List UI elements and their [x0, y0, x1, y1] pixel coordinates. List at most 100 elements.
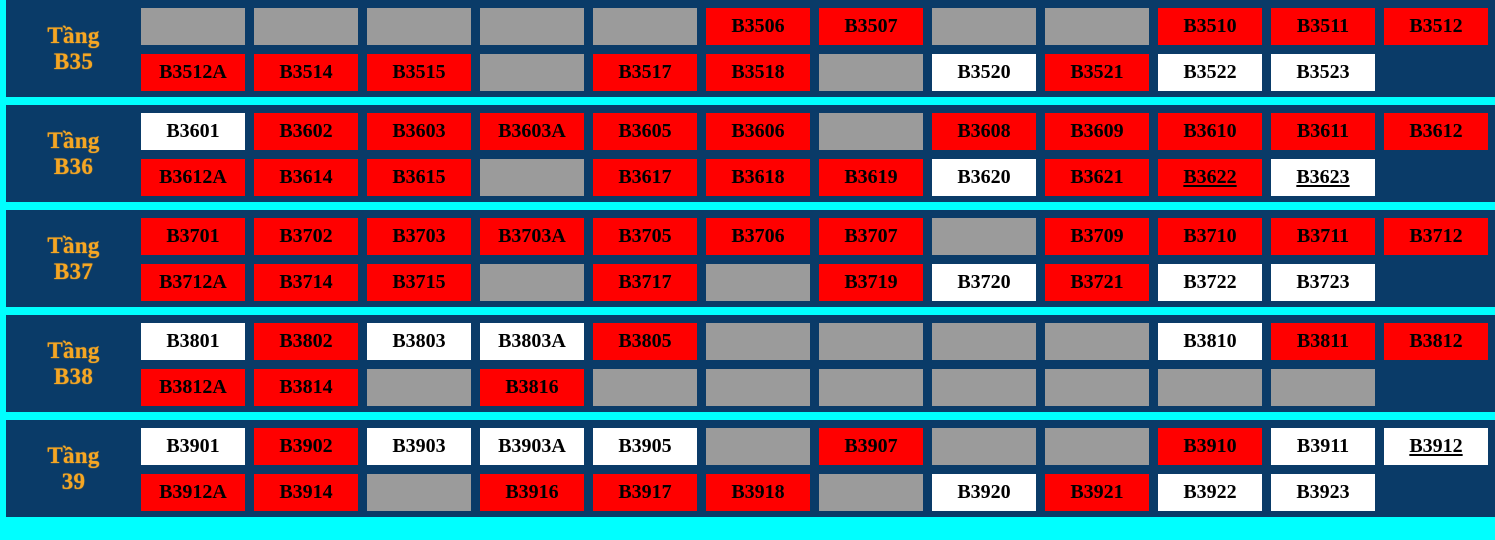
unit-cell[interactable]: B3703 — [367, 218, 471, 255]
unit-cell[interactable]: B3923 — [1271, 474, 1375, 511]
unit-cell[interactable]: B3711 — [1271, 218, 1375, 255]
unit-cell[interactable]: B3905 — [593, 428, 697, 465]
unit-cell-blank[interactable] — [480, 8, 584, 45]
unit-cell[interactable]: B3719 — [819, 264, 923, 301]
unit-cell[interactable]: B3921 — [1045, 474, 1149, 511]
unit-cell[interactable]: B3814 — [254, 369, 358, 406]
unit-cell-blank[interactable] — [593, 369, 697, 406]
unit-cell[interactable]: B3910 — [1158, 428, 1262, 465]
unit-cell[interactable]: B3603 — [367, 113, 471, 150]
unit-cell-blank[interactable] — [593, 8, 697, 45]
unit-cell[interactable]: B3810 — [1158, 323, 1262, 360]
unit-cell[interactable]: B3802 — [254, 323, 358, 360]
unit-cell[interactable]: B3710 — [1158, 218, 1262, 255]
unit-cell[interactable]: B3602 — [254, 113, 358, 150]
unit-cell[interactable]: B3712 — [1384, 218, 1488, 255]
unit-cell[interactable]: B3720 — [932, 264, 1036, 301]
unit-cell-blank[interactable] — [1045, 323, 1149, 360]
unit-cell[interactable]: B3609 — [1045, 113, 1149, 150]
unit-cell[interactable]: B3521 — [1045, 54, 1149, 91]
unit-cell[interactable]: B3912A — [141, 474, 245, 511]
unit-cell[interactable]: B3912 — [1384, 428, 1488, 465]
unit-cell[interactable]: B3709 — [1045, 218, 1149, 255]
unit-cell-blank[interactable] — [932, 323, 1036, 360]
unit-cell[interactable]: B3702 — [254, 218, 358, 255]
unit-cell[interactable]: B3717 — [593, 264, 697, 301]
unit-cell-blank[interactable] — [480, 159, 584, 196]
unit-cell[interactable]: B3518 — [706, 54, 810, 91]
unit-cell[interactable]: B3619 — [819, 159, 923, 196]
unit-cell[interactable]: B3707 — [819, 218, 923, 255]
unit-cell[interactable]: B3520 — [932, 54, 1036, 91]
unit-cell[interactable]: B3612 — [1384, 113, 1488, 150]
unit-cell-blank[interactable] — [1045, 369, 1149, 406]
unit-cell[interactable]: B3620 — [932, 159, 1036, 196]
unit-cell-blank[interactable] — [1158, 369, 1262, 406]
unit-cell[interactable]: B3803A — [480, 323, 584, 360]
unit-cell[interactable]: B3723 — [1271, 264, 1375, 301]
unit-cell[interactable]: B3811 — [1271, 323, 1375, 360]
unit-cell[interactable]: B3816 — [480, 369, 584, 406]
unit-cell-blank[interactable] — [819, 323, 923, 360]
unit-cell[interactable]: B3523 — [1271, 54, 1375, 91]
unit-cell-blank[interactable] — [819, 113, 923, 150]
unit-cell[interactable]: B3712A — [141, 264, 245, 301]
unit-cell-blank[interactable] — [932, 8, 1036, 45]
unit-cell[interactable]: B3517 — [593, 54, 697, 91]
unit-cell-blank[interactable] — [706, 264, 810, 301]
unit-cell[interactable]: B3601 — [141, 113, 245, 150]
unit-cell[interactable]: B3507 — [819, 8, 923, 45]
unit-cell[interactable]: B3917 — [593, 474, 697, 511]
unit-cell[interactable]: B3612A — [141, 159, 245, 196]
unit-cell-blank[interactable] — [254, 8, 358, 45]
unit-cell-blank[interactable] — [367, 8, 471, 45]
unit-cell[interactable]: B3914 — [254, 474, 358, 511]
unit-cell[interactable]: B3812 — [1384, 323, 1488, 360]
unit-cell[interactable]: B3902 — [254, 428, 358, 465]
unit-cell[interactable]: B3920 — [932, 474, 1036, 511]
unit-cell-blank[interactable] — [141, 8, 245, 45]
unit-cell-blank[interactable] — [819, 474, 923, 511]
unit-cell[interactable]: B3805 — [593, 323, 697, 360]
unit-cell[interactable]: B3603A — [480, 113, 584, 150]
unit-cell[interactable]: B3812A — [141, 369, 245, 406]
unit-cell[interactable]: B3522 — [1158, 54, 1262, 91]
unit-cell[interactable]: B3922 — [1158, 474, 1262, 511]
unit-cell[interactable]: B3611 — [1271, 113, 1375, 150]
unit-cell[interactable]: B3617 — [593, 159, 697, 196]
unit-cell[interactable]: B3622 — [1158, 159, 1262, 196]
unit-cell-blank[interactable] — [480, 264, 584, 301]
unit-cell[interactable]: B3623 — [1271, 159, 1375, 196]
unit-cell[interactable]: B3621 — [1045, 159, 1149, 196]
unit-cell[interactable]: B3721 — [1045, 264, 1149, 301]
unit-cell[interactable]: B3506 — [706, 8, 810, 45]
unit-cell-blank[interactable] — [819, 369, 923, 406]
unit-cell-blank[interactable] — [819, 54, 923, 91]
unit-cell-blank[interactable] — [367, 369, 471, 406]
unit-cell-blank[interactable] — [1045, 8, 1149, 45]
unit-cell[interactable]: B3605 — [593, 113, 697, 150]
unit-cell[interactable]: B3703A — [480, 218, 584, 255]
unit-cell[interactable]: B3803 — [367, 323, 471, 360]
unit-cell[interactable]: B3916 — [480, 474, 584, 511]
unit-cell[interactable]: B3722 — [1158, 264, 1262, 301]
unit-cell-blank[interactable] — [706, 428, 810, 465]
unit-cell[interactable]: B3512A — [141, 54, 245, 91]
unit-cell[interactable]: B3714 — [254, 264, 358, 301]
unit-cell[interactable]: B3512 — [1384, 8, 1488, 45]
unit-cell-blank[interactable] — [932, 369, 1036, 406]
unit-cell-blank[interactable] — [367, 474, 471, 511]
unit-cell[interactable]: B3610 — [1158, 113, 1262, 150]
unit-cell[interactable]: B3715 — [367, 264, 471, 301]
unit-cell[interactable]: B3510 — [1158, 8, 1262, 45]
unit-cell[interactable]: B3706 — [706, 218, 810, 255]
unit-cell[interactable]: B3903 — [367, 428, 471, 465]
unit-cell-blank[interactable] — [1271, 369, 1375, 406]
unit-cell[interactable]: B3903A — [480, 428, 584, 465]
unit-cell-blank[interactable] — [1045, 428, 1149, 465]
unit-cell[interactable]: B3515 — [367, 54, 471, 91]
unit-cell-blank[interactable] — [706, 369, 810, 406]
unit-cell-blank[interactable] — [480, 54, 584, 91]
unit-cell[interactable]: B3511 — [1271, 8, 1375, 45]
unit-cell-blank[interactable] — [932, 428, 1036, 465]
